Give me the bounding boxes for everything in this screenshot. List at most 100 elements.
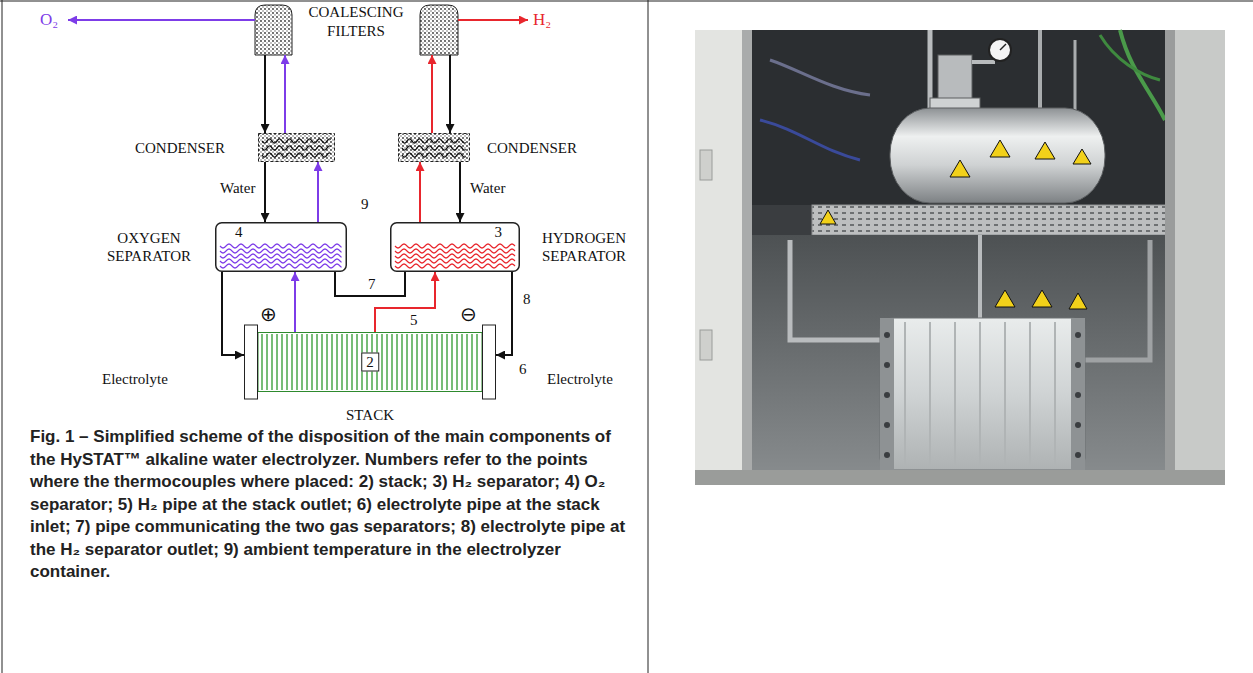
electrolyzer-photo <box>1075 452 1081 458</box>
electrolyte-level <box>220 244 342 248</box>
stack-cell <box>406 334 407 390</box>
electrolyzer-photo <box>884 452 890 458</box>
electrolyzer-photo <box>1000 44 1006 50</box>
electrolyte-level <box>220 259 342 263</box>
electrolyzer-photo <box>880 318 894 470</box>
electrolyzer-photo <box>1165 30 1175 485</box>
condenser-box: CONDENSER <box>258 133 335 162</box>
pipe-connector <box>335 272 405 296</box>
stack-cell <box>351 334 352 390</box>
electrolyzer-photo <box>1071 318 1085 470</box>
stack-cell <box>416 334 417 390</box>
electrolyte-level <box>395 264 515 268</box>
stack-cell <box>311 334 312 390</box>
pipe-label: Water <box>218 181 257 196</box>
stack-cell <box>316 334 317 390</box>
condenser-coil <box>402 146 466 150</box>
stack-cell <box>336 334 337 390</box>
pipe-connector <box>419 162 421 222</box>
electrolyzer-photo <box>700 150 712 180</box>
electrolyte-level <box>395 249 515 253</box>
gas-pipe <box>68 19 255 21</box>
electrolyzer-photo <box>950 160 970 177</box>
gas-pipe <box>284 55 286 133</box>
electrolyzer-photo <box>752 30 1170 205</box>
stack-cell <box>276 334 277 390</box>
condenser-outline <box>259 134 335 162</box>
electrolyte-level <box>220 254 342 258</box>
electrolyzer-photo <box>1100 35 1160 80</box>
electrolyzer-photo <box>752 235 1170 485</box>
callout-number: 3 <box>493 225 505 240</box>
stack-cell <box>261 334 262 390</box>
electrolyte-level <box>395 244 515 248</box>
stack-cell <box>266 334 267 390</box>
condenser-coil <box>402 153 466 157</box>
electrolyzer-photo <box>890 108 1105 203</box>
electrolyzer-photo <box>700 330 712 360</box>
component-label: STACK <box>244 406 496 424</box>
stack-cell <box>391 334 392 390</box>
electrolyzer-photo <box>695 30 1225 485</box>
gas-label: O₂ <box>40 11 58 28</box>
gas-pipe <box>431 55 433 133</box>
stack-cell <box>291 334 292 390</box>
electrolyzer-photo <box>1035 142 1055 159</box>
stack-cell <box>436 334 437 390</box>
component-label: HYDROGEN SEPARATOR <box>528 229 640 265</box>
stack-cell <box>356 334 357 390</box>
node-shape <box>258 133 335 162</box>
pipe-connector <box>222 272 244 355</box>
stack-cell <box>401 334 402 390</box>
electrolyzer-photo <box>1075 422 1081 428</box>
end-plate <box>245 325 258 399</box>
polarity-symbol: ⊕ <box>260 304 277 324</box>
stack-cell <box>446 334 447 390</box>
stack-cell <box>331 334 332 390</box>
figure-caption: Fig. 1 – Simplified scheme of the dispos… <box>30 426 630 584</box>
pipe-label: Water <box>468 181 507 196</box>
pipe-connector <box>294 272 296 332</box>
stack-cell <box>411 334 412 390</box>
pipe-label: Electrolyte <box>545 372 615 387</box>
electrolyzer-photo <box>880 318 1085 470</box>
electrolyte-level <box>220 249 342 253</box>
electrolyzer-photo <box>695 470 1225 485</box>
condenser-coil <box>262 139 331 143</box>
electrolyzer-photo <box>695 30 750 485</box>
stack-cell <box>321 334 322 390</box>
electrolyte-level <box>395 254 515 258</box>
electrolyzer-photo <box>972 60 995 64</box>
stack-cell <box>326 334 327 390</box>
pipe-connector <box>459 162 461 222</box>
stack-cell <box>281 334 282 390</box>
condenser-box: CONDENSER <box>398 133 470 162</box>
electrolyzer-photo <box>812 205 1172 235</box>
stack-body <box>258 333 482 392</box>
stack-cell <box>296 334 297 390</box>
electrolyzer-photo <box>979 322 981 466</box>
callout-number: 2 <box>361 353 379 372</box>
stack-cell <box>451 334 452 390</box>
electrolyzer-photo <box>995 290 1015 307</box>
separator-vessel: HYDROGEN SEPARATOR3 <box>390 222 520 272</box>
stack-cell <box>431 334 432 390</box>
stack-cell <box>466 334 467 390</box>
stack-cell <box>341 334 342 390</box>
electrolyzer-photo <box>1069 293 1087 309</box>
stack-cell <box>421 334 422 390</box>
pipe-label: 7 <box>366 277 378 292</box>
coalescing-filter <box>255 5 292 55</box>
electrolyzer-photo <box>742 30 752 485</box>
electrolyte-level <box>220 264 342 268</box>
component-label: CONDENSER <box>487 139 577 157</box>
electrolyzer-photo <box>770 60 870 95</box>
condenser-coil <box>402 139 466 143</box>
electrolyzer-photo <box>1075 362 1081 368</box>
stack-cell <box>471 334 472 390</box>
component-label: OXYGEN SEPARATOR <box>93 229 205 265</box>
stack-cell <box>286 334 287 390</box>
component-label: CONDENSER <box>135 139 225 157</box>
